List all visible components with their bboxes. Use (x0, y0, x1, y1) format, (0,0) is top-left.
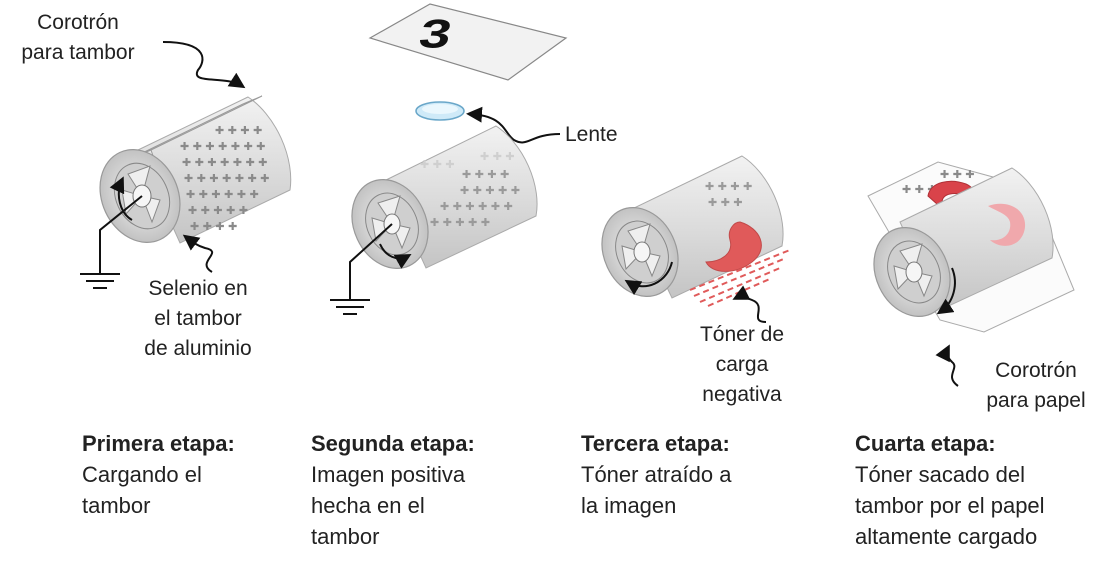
charge-pattern-2: ✚ ✚ ✚ ✚ ✚ ✚ ✚ ✚ ✚ ✚ ✚ ✚ ✚ ✚ ✚ ✚ ✚ ✚ ✚ ✚ … (420, 150, 520, 229)
svg-text:✚ ✚ ✚ ✚ ✚ ✚: ✚ ✚ ✚ ✚ ✚ ✚ (186, 188, 259, 201)
svg-text:✚ ✚ ✚ ✚ ✚: ✚ ✚ ✚ ✚ ✚ (188, 204, 248, 217)
stage-4-line-1: Tóner sacado del (855, 462, 1025, 487)
label-lens: Lente (565, 123, 618, 146)
stage-4-line-3: altamente cargado (855, 524, 1038, 549)
drum-stage-3: ✚ ✚ ✚ ✚ ✚ ✚ ✚ (601, 155, 791, 323)
label-drum-corotron: Corotrón para tambor (8, 8, 148, 68)
stage-1-line-2: tambor (82, 493, 151, 518)
svg-text:✚ ✚ ✚ ✚ ✚: ✚ ✚ ✚ ✚ ✚ (460, 184, 520, 197)
stage-3-line-1: Tóner atraído a (581, 462, 732, 487)
stage-4-title: Cuarta etapa: (855, 431, 996, 456)
stage-4-line-2: tambor por el papel (855, 493, 1045, 518)
lens (415, 101, 561, 144)
svg-text:✚ ✚ ✚ ✚ ✚: ✚ ✚ ✚ ✚ ✚ (430, 216, 490, 229)
svg-text:✚ ✚ ✚ ✚ ✚ ✚ ✚: ✚ ✚ ✚ ✚ ✚ ✚ ✚ (182, 156, 268, 169)
stage-1-line-1: Cargando el (82, 462, 202, 487)
label-drum-corotron-line-1: Corotrón (37, 11, 119, 34)
stage-2-line-2: hecha en el (311, 493, 425, 518)
svg-text:✚ ✚ ✚: ✚ ✚ ✚ (708, 196, 743, 209)
charge-pattern-1: ✚ ✚ ✚ ✚ ✚ ✚ ✚ ✚ ✚ ✚ ✚ ✚ ✚ ✚ ✚ ✚ ✚ ✚ ✚ ✚ … (180, 124, 270, 233)
stage-3-line-2: la imagen (581, 493, 677, 518)
label-drum-corotron-line-2: para tambor (21, 41, 135, 64)
label-paper-corotron-line-1: Corotrón (995, 359, 1077, 382)
label-toner-line-3: negativa (702, 383, 782, 406)
svg-text:✚ ✚ ✚ ✚: ✚ ✚ ✚ ✚ (190, 220, 237, 233)
drum-stage-1: ✚ ✚ ✚ ✚ ✚ ✚ ✚ ✚ ✚ ✚ ✚ ✚ ✚ ✚ ✚ ✚ ✚ ✚ ✚ ✚ … (80, 41, 292, 289)
stage-2-line-1: Imagen positiva (311, 462, 466, 487)
stage-1-title: Primera etapa: (82, 431, 235, 456)
svg-text:✚ ✚ ✚ ✚ ✚ ✚: ✚ ✚ ✚ ✚ ✚ ✚ (440, 200, 513, 213)
label-paper-corotron-line-2: para papel (986, 389, 1086, 412)
label-selenium-line-1: Selenio en (148, 277, 248, 300)
label-toner: Tóner de carga negativa (672, 320, 812, 410)
stage-3-title: Tercera etapa: (581, 431, 730, 456)
svg-text:✚ ✚ ✚: ✚ ✚ ✚ (940, 168, 975, 181)
label-paper-corotron: Corotrón para papel (966, 356, 1106, 416)
stage-caption-1: Primera etapa: Cargando el tambor (82, 428, 235, 521)
paper-with-number (368, 3, 568, 81)
drum-stage-4: ✚ ✚ ✚ ✚ ✚ ✚ ✚ (867, 161, 1075, 387)
svg-text:✚ ✚ ✚: ✚ ✚ ✚ (420, 158, 455, 171)
svg-text:✚ ✚ ✚ ✚: ✚ ✚ ✚ ✚ (215, 124, 262, 137)
drum-stage-2: ✚ ✚ ✚ ✚ ✚ ✚ ✚ ✚ ✚ ✚ ✚ ✚ ✚ ✚ ✚ ✚ ✚ ✚ ✚ ✚ … (330, 125, 538, 315)
stage-caption-3: Tercera etapa: Tóner atraído a la imagen (581, 428, 731, 521)
label-selenium-line-3: de aluminio (144, 337, 252, 360)
stage-2-title: Segunda etapa: (311, 431, 475, 456)
svg-text:✚ ✚ ✚ ✚: ✚ ✚ ✚ ✚ (705, 180, 752, 193)
label-toner-line-2: carga (715, 353, 769, 376)
svg-text:✚ ✚ ✚ ✚: ✚ ✚ ✚ ✚ (462, 168, 509, 181)
svg-text:✚ ✚ ✚ ✚ ✚ ✚ ✚: ✚ ✚ ✚ ✚ ✚ ✚ ✚ (180, 140, 266, 153)
label-selenium-line-2: el tambor (154, 307, 242, 330)
label-selenium: Selenio en el tambor de aluminio (128, 274, 268, 364)
stage-caption-2: Segunda etapa: Imagen positiva hecha en … (311, 428, 475, 552)
stage-2-line-3: tambor (311, 524, 380, 549)
stage-caption-4: Cuarta etapa: Tóner sacado del tambor po… (855, 428, 1045, 552)
svg-text:✚ ✚ ✚ ✚ ✚ ✚ ✚: ✚ ✚ ✚ ✚ ✚ ✚ ✚ (184, 172, 270, 185)
svg-text:✚ ✚ ✚: ✚ ✚ ✚ (480, 150, 515, 163)
label-toner-line-1: Tóner de (699, 323, 785, 346)
